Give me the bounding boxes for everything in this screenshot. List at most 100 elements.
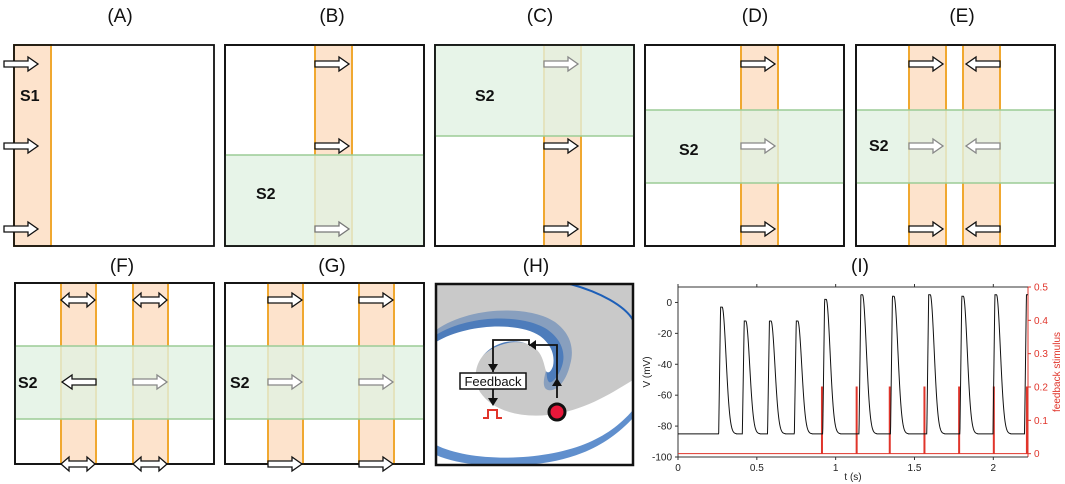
arrow-right-icon xyxy=(267,455,304,473)
arrow-right-icon xyxy=(740,137,777,155)
arrow-right-icon xyxy=(267,291,304,309)
arrow-right-icon xyxy=(358,291,395,309)
arrow-left-icon xyxy=(964,220,1001,238)
arrow-right-icon xyxy=(3,220,40,238)
double-arrow-icon xyxy=(132,455,168,473)
panel-g: S2 xyxy=(224,282,425,473)
s2-label: S2 xyxy=(679,142,699,159)
panel-f: S2 xyxy=(14,282,215,473)
arrow-left-icon xyxy=(964,55,1001,73)
panel-label-h: (H) xyxy=(523,256,549,277)
arrow-right-icon xyxy=(314,220,351,238)
recording-site-icon xyxy=(547,402,567,422)
tissue-frame-outline xyxy=(434,44,635,247)
y-ticks-left: 0 -20 -40 -60 -80 -100 xyxy=(652,298,678,464)
arrow-left-icon xyxy=(964,137,1001,155)
s2-region xyxy=(224,345,425,420)
s2-label: S2 xyxy=(256,186,276,203)
panel-c: S2 xyxy=(434,44,635,247)
y-axis-label-right: feedback stimulus xyxy=(1052,332,1063,412)
x-tick-label: 1.5 xyxy=(908,463,922,474)
double-arrow-icon xyxy=(60,291,96,309)
y-ticks-right: 0 0.1 0.2 0.3 0.4 0.5 xyxy=(1028,283,1048,460)
x-tick-label: 0 xyxy=(675,463,681,474)
x-ticks: 0 0.5 1 1.5 2 xyxy=(675,284,997,474)
y-tick-label-right: 0 xyxy=(1034,449,1040,460)
s2-region xyxy=(434,44,635,137)
y-tick-label-right: 0.5 xyxy=(1034,283,1048,294)
panel-label-g: (G) xyxy=(318,256,345,277)
arrowhead-icon xyxy=(488,364,498,372)
arrow-right-icon xyxy=(267,373,304,391)
panel-label-i: (I) xyxy=(851,256,869,277)
arrowhead-icon xyxy=(529,340,536,350)
panel-label-c: (C) xyxy=(527,6,553,27)
double-arrow-icon xyxy=(132,291,168,309)
panel-h-frame xyxy=(434,282,635,467)
y-tick-label-right: 0.2 xyxy=(1034,383,1048,394)
s2-region xyxy=(14,345,215,420)
panel-b: S2 xyxy=(224,44,425,247)
y-tick-label: -80 xyxy=(658,422,673,433)
y-tick-label: -100 xyxy=(652,453,672,464)
double-arrow-icon xyxy=(60,455,96,473)
arrowhead-icon xyxy=(488,398,498,406)
arrow-right-icon xyxy=(358,373,395,391)
panel-label-b: (B) xyxy=(319,6,344,27)
panel-d: S2 xyxy=(644,44,845,247)
spiral-resting-tissue xyxy=(436,326,633,465)
x-axis-label: t (s) xyxy=(844,472,861,483)
voltage-trace xyxy=(678,294,1028,435)
arrow-right-icon xyxy=(132,373,169,391)
panel-label-e: (E) xyxy=(949,6,974,27)
arrow-right-icon xyxy=(314,55,351,73)
arrow-right-icon xyxy=(3,137,40,155)
x-tick-label: 1 xyxy=(833,463,839,474)
y-tick-label-right: 0.4 xyxy=(1034,316,1048,327)
y-axis-label: V (mV) xyxy=(642,356,653,387)
feedback-path xyxy=(492,339,530,372)
panel-e: S2 xyxy=(855,44,1056,247)
arrow-right-icon xyxy=(908,137,945,155)
s2-label: S2 xyxy=(18,375,38,392)
panel-label-f: (F) xyxy=(110,256,134,277)
panel-label-d: (D) xyxy=(742,6,768,27)
y-tick-label: -40 xyxy=(658,360,673,371)
s2-label: S2 xyxy=(869,138,889,155)
s2-label: S2 xyxy=(475,88,495,105)
arrowhead-icon xyxy=(552,378,562,386)
y-tick-label: -60 xyxy=(658,391,673,402)
y-tick-label-right: 0.1 xyxy=(1034,416,1048,427)
pulse-icon xyxy=(483,409,502,419)
panel-a: S1 xyxy=(3,44,215,247)
arrow-right-icon xyxy=(543,55,580,73)
x-tick-label: 2 xyxy=(991,463,997,474)
arrow-left-icon xyxy=(60,373,97,391)
y-tick-label-right: 0.3 xyxy=(1034,349,1048,360)
panel-i-chart: 0 -20 -40 -60 -80 -100 0 0.1 0.2 0.3 0.4 0.5 0 0.5 1… xyxy=(642,283,1063,484)
tissue-frame-outline xyxy=(14,282,215,465)
arrow-right-icon xyxy=(740,55,777,73)
arrow-right-icon xyxy=(908,220,945,238)
tissue-frame-outline xyxy=(224,282,425,465)
tissue-frame-outline xyxy=(224,44,425,247)
feedback-label: Feedback xyxy=(464,374,522,389)
s2-region xyxy=(855,109,1056,184)
tissue-frame-outline xyxy=(855,44,1056,247)
tissue-frame-outline xyxy=(644,44,845,247)
arrow-right-icon xyxy=(3,55,40,73)
arrow-right-icon xyxy=(314,137,351,155)
arrow-right-icon xyxy=(740,220,777,238)
arrow-right-icon xyxy=(908,55,945,73)
s1-label: S1 xyxy=(20,88,40,105)
panel-label-a: (A) xyxy=(107,6,132,27)
feedback-trace xyxy=(678,386,1028,455)
s2-label: S2 xyxy=(230,375,250,392)
y-tick-label: 0 xyxy=(666,298,672,309)
y-tick-label: -20 xyxy=(658,329,673,340)
arrow-right-icon xyxy=(358,455,395,473)
arrow-right-icon xyxy=(543,137,580,155)
x-tick-label: 0.5 xyxy=(750,463,764,474)
panel-h: Feedback xyxy=(434,282,635,467)
